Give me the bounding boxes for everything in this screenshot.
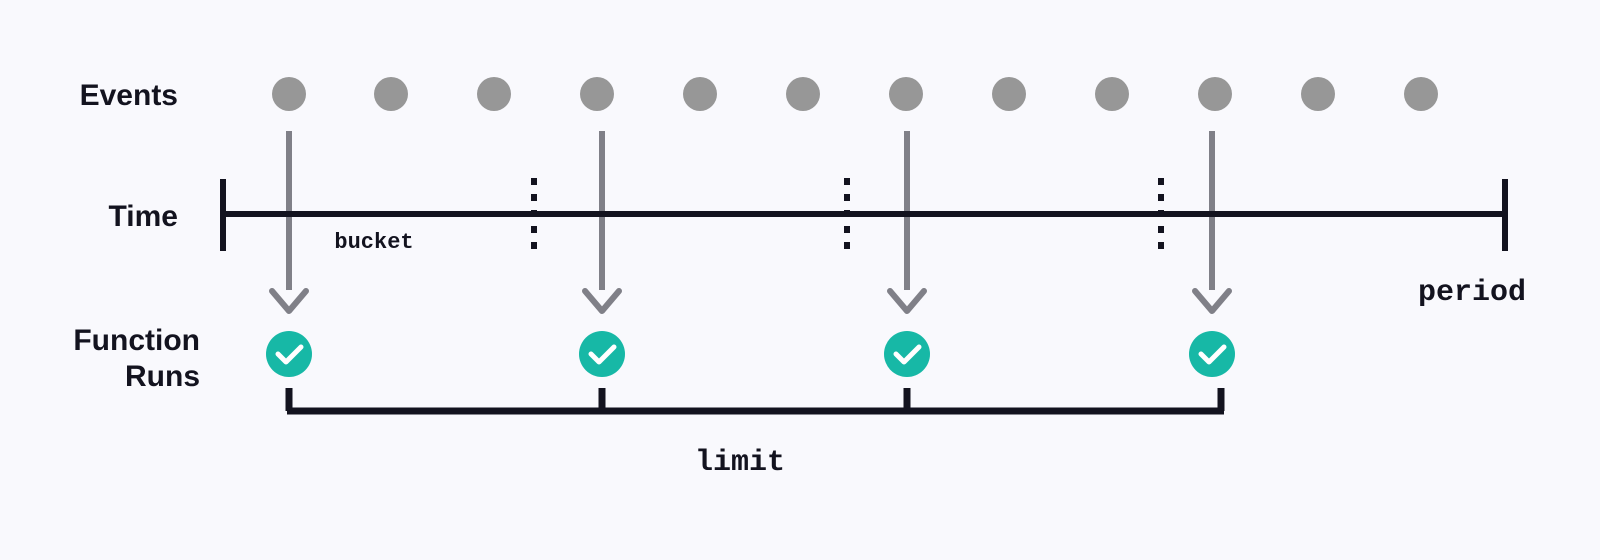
limit-label: limit <box>695 446 785 480</box>
row-label-events: Events <box>80 79 178 112</box>
event-dot[interactable] <box>477 77 511 111</box>
event-dot[interactable] <box>889 77 923 111</box>
check-icon <box>1198 344 1227 365</box>
arrow-down-icon <box>1192 288 1232 314</box>
function-run-badge[interactable] <box>266 331 312 377</box>
time-axis <box>220 179 1508 251</box>
row-label-time: Time <box>109 200 178 233</box>
bucket-label: bucket <box>334 230 413 255</box>
event-dot[interactable] <box>1404 77 1438 111</box>
check-icon <box>588 344 617 365</box>
row-label-function-runs-line1: Function <box>73 324 200 357</box>
event-dot[interactable] <box>1198 77 1232 111</box>
check-icon <box>275 344 304 365</box>
event-dot[interactable] <box>786 77 820 111</box>
arrow-head-group <box>269 288 1232 314</box>
arrow-down-icon <box>269 288 309 314</box>
bucket-divider-group <box>531 178 1164 249</box>
limit-bracket <box>285 388 1225 415</box>
event-dot-group <box>272 77 1438 111</box>
period-label: period <box>1418 276 1526 310</box>
check-icon <box>893 344 922 365</box>
function-run-badge[interactable] <box>1189 331 1235 377</box>
event-dot[interactable] <box>1301 77 1335 111</box>
arrow-down-icon <box>582 288 622 314</box>
event-dot[interactable] <box>1095 77 1129 111</box>
event-dot[interactable] <box>992 77 1026 111</box>
event-connector-group <box>286 131 1215 290</box>
function-run-circle <box>579 331 625 377</box>
function-run-circle <box>1189 331 1235 377</box>
arrow-down-icon <box>887 288 927 314</box>
function-run-badge[interactable] <box>579 331 625 377</box>
event-dot[interactable] <box>374 77 408 111</box>
function-run-circle <box>266 331 312 377</box>
row-label-function-runs-line2: Runs <box>125 360 200 393</box>
function-run-group <box>266 331 1235 377</box>
function-run-badge[interactable] <box>884 331 930 377</box>
function-run-circle <box>884 331 930 377</box>
event-dot[interactable] <box>580 77 614 111</box>
event-dot[interactable] <box>272 77 306 111</box>
event-dot[interactable] <box>683 77 717 111</box>
